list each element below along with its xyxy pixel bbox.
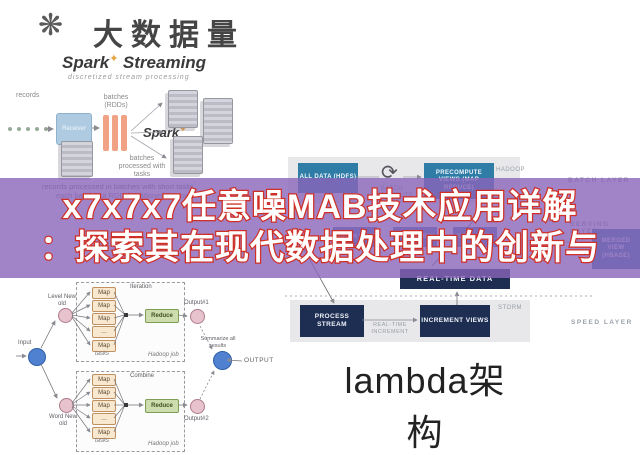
speed-layer-label: SPEED LAYER	[571, 319, 633, 326]
reduce-box-bottom: Reduce	[145, 399, 179, 413]
server-icon	[173, 136, 203, 174]
job-bottom-output-label: Output#2	[184, 416, 209, 422]
article-title-line-2: ：探索其在现代数据处理中的创新与	[39, 228, 601, 269]
job-top-output-node	[190, 309, 205, 324]
map-task-box: Map	[92, 400, 116, 412]
job-top-title: Iteration	[130, 284, 152, 290]
flow-input-node	[28, 348, 46, 366]
hadoop-label: HADOOP	[496, 167, 526, 173]
job-bottom-title: Combine	[130, 373, 155, 379]
flow-branch-top-label: Level New old	[47, 294, 76, 307]
record-dot	[8, 127, 12, 131]
fireworks-icon: ❋	[38, 9, 64, 42]
map-task-box: Map	[92, 313, 116, 325]
spark-streaming-logo: Spark✦ Streaming	[62, 52, 206, 73]
server-icon	[61, 141, 93, 177]
lambda-caption: lambda架构	[344, 360, 506, 453]
map-task-box: Map	[92, 427, 116, 439]
rdd-bar	[112, 115, 118, 151]
processed-label: batches processed with tasks	[118, 155, 166, 178]
job-bottom-output-node	[190, 399, 205, 414]
merge-note: Summarize all results	[200, 336, 236, 349]
process-stream-box: PROCESS STREAM	[300, 305, 364, 337]
flow-input-label: Input	[18, 340, 32, 346]
flow-output-label: OUTPUT	[244, 357, 274, 364]
spark-logo-word: Spark	[62, 53, 110, 72]
flow-branch-bottom-node	[59, 398, 74, 413]
article-title-line-1: x7x7x7任意噪MAB技术应用详解	[61, 187, 578, 228]
map-task-box: Map	[92, 374, 116, 386]
batches-label: batches (RDDs)	[103, 94, 129, 109]
map-task-box: …	[92, 413, 116, 425]
rdd-bar	[121, 115, 127, 151]
record-dot	[35, 127, 39, 131]
flow-branch-top-node	[58, 308, 73, 323]
records-label: records	[16, 92, 40, 99]
receiver-box: Receiver	[56, 113, 92, 145]
job-top-sub-label: Hadoop job	[148, 352, 179, 358]
record-dot	[17, 127, 21, 131]
spark-tagline: discretized stream processing	[68, 74, 190, 81]
map-task-box: …	[92, 326, 116, 338]
map-task-box: Map	[92, 340, 116, 352]
map-task-box: Map	[92, 287, 116, 299]
record-dot	[26, 127, 30, 131]
streaming-logo-word: Streaming	[122, 53, 207, 72]
rdd-bar	[103, 115, 109, 151]
flow-branch-bottom-label: Word New old	[49, 414, 77, 427]
reduce-box-top: Reduce	[145, 309, 179, 323]
job-bottom-tasks-label: tasks	[95, 438, 110, 444]
server-icon	[203, 98, 233, 144]
job-top-tasks-label: tasks	[95, 351, 110, 357]
title-overlay-band: x7x7x7任意噪MAB技术应用详解 ：探索其在现代数据处理中的创新与	[0, 178, 640, 278]
job-top-output-label: Output#1	[184, 300, 209, 306]
map-task-box: Map	[92, 387, 116, 399]
page-title: 大数据量	[93, 19, 245, 52]
realtime-increment-label: REAL-TIME INCREMENT	[371, 322, 409, 335]
spark-star-icon: ✦	[109, 53, 119, 65]
spark-star-icon: ✦	[179, 124, 187, 134]
storm-label: STORM	[498, 305, 523, 311]
server-icon	[168, 90, 198, 128]
increment-views-box: INCREMENT VIEWS	[420, 305, 490, 337]
job-bottom-sub-label: Hadoop job	[148, 441, 179, 447]
